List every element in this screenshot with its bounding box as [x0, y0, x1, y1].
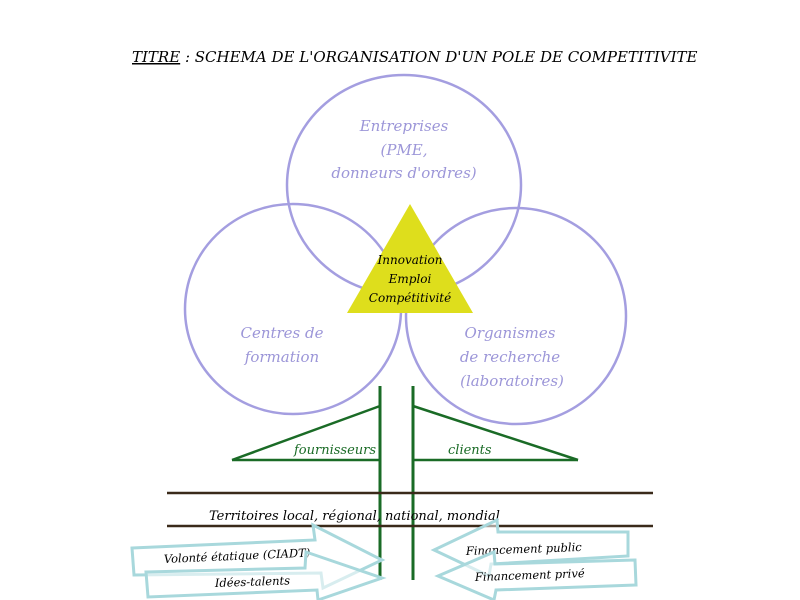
label-organismes-line-3: (laboratoires): [460, 372, 564, 390]
triangle-line-3: Compétitivité: [369, 291, 451, 305]
label-organismes-line-1: Organismes: [465, 324, 556, 342]
label-centres-line-1: Centres de: [240, 324, 323, 342]
label-entreprises-line-3: donneurs d'ordres): [331, 164, 476, 182]
arrow-text-idees-talents: Idées-talents: [214, 573, 291, 590]
arrow-idees-talents: Idées-talents: [144, 549, 387, 600]
label-centres-formation: Centres de formation: [240, 324, 323, 366]
center-triangle: [347, 204, 473, 313]
label-entreprises-line-2: (PME,: [380, 141, 427, 159]
label-fournisseurs: fournisseurs: [293, 443, 376, 458]
label-centres-line-2: formation: [244, 348, 319, 366]
circle-organismes-recherche: [404, 206, 628, 426]
title-text: : SCHEMA DE L'ORGANISATION D'UN POLE DE …: [180, 48, 697, 66]
arrow-text-volonte-etatique: Volonté étatique (CIADT): [164, 546, 311, 566]
label-entreprises: Entreprises (PME, donneurs d'ordres): [331, 117, 476, 182]
root-fournisseurs: [231, 404, 381, 462]
triangle-line-2: Emploi: [388, 272, 432, 286]
diagram-title: TITRE : SCHEMA DE L'ORGANISATION D'UN PO…: [132, 48, 698, 66]
label-territoires: Territoires local, régional, national, m…: [209, 509, 500, 524]
title-prefix: TITRE: [132, 48, 180, 66]
triangle-line-1: Innovation: [377, 253, 443, 267]
label-organismes-recherche: Organismes de recherche (laboratoires): [460, 324, 564, 390]
label-organismes-line-2: de recherche: [460, 348, 560, 366]
root-clients: [412, 404, 579, 462]
arrow-text-financement-prive: Financement privé: [474, 566, 585, 584]
label-entreprises-line-1: Entreprises: [359, 117, 449, 135]
arrow-financement-prive: Financement privé: [434, 549, 638, 600]
label-clients: clients: [448, 443, 492, 458]
